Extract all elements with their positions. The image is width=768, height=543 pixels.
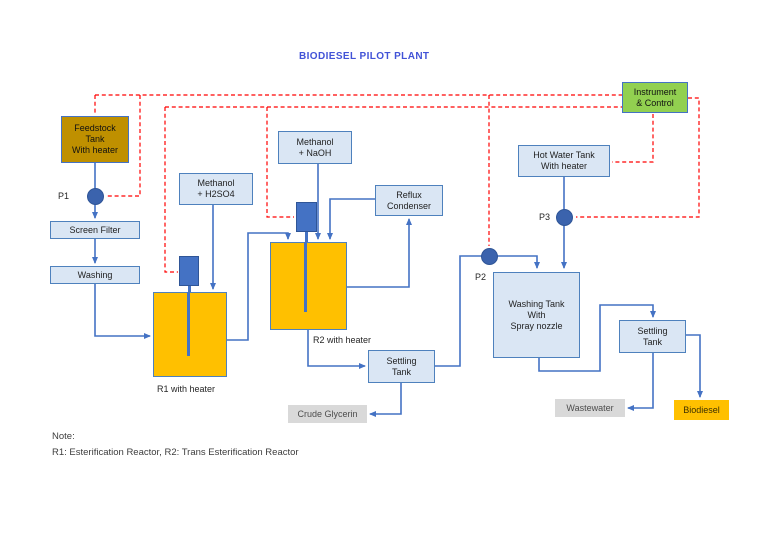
- methanol-h2so4-box: Methanol + H2SO4: [179, 173, 253, 205]
- pump-p3-icon: [556, 209, 573, 226]
- screen-filter-box: Screen Filter: [50, 221, 140, 239]
- settling-tank-1-label: Settling: [386, 355, 417, 366]
- pipe-washingtank-to-settling2: [538, 304, 656, 372]
- pipe-r2-to-settling1: [307, 330, 366, 369]
- spray-washing-tank-label: Spray nozzle: [510, 320, 563, 331]
- hot-water-tank-label: With heater: [540, 161, 588, 171]
- settling-tank-1-label: Tank: [391, 366, 411, 377]
- methanol-h2so4-label: Methanol: [197, 178, 235, 188]
- biodiesel-label: Biodiesel: [683, 404, 720, 415]
- pipe-settling2-to-wastewater: [627, 353, 654, 411]
- pipe-condenser-return-to-r2: [327, 198, 375, 240]
- r1-caption: R1 with heater: [157, 384, 216, 394]
- pipe-r2-to-condenser: [347, 218, 412, 288]
- spray-washing-tank-label: With: [527, 309, 546, 320]
- r1-stirrer-motor: [179, 256, 199, 286]
- pump-p2-icon: [481, 248, 498, 265]
- control-drop-r2-motor: [266, 107, 294, 218]
- note-text: R1: Esterification Reactor, R2: Trans Es…: [52, 447, 299, 458]
- settling-tank-1-box: Settling Tank: [368, 350, 435, 383]
- wastewater-box: Wastewater: [555, 399, 625, 417]
- hot-water-tank-box: Hot Water Tank With heater: [518, 145, 610, 177]
- hot-water-tank-label: Hot Water Tank: [533, 150, 595, 160]
- pump-p3-label: P3: [539, 212, 551, 222]
- methanol-naoh-label: Methanol: [296, 136, 334, 147]
- pipe-settling1-to-crude-glycerin: [369, 383, 402, 417]
- pipe-settling1-via-p2-to-washingtank: [435, 255, 540, 367]
- screen-filter-label: Screen Filter: [69, 224, 121, 235]
- r2-stirrer-motor: [296, 202, 317, 232]
- spray-washing-tank-label: Washing Tank: [508, 298, 565, 309]
- reflux-condenser-label: Condenser: [386, 200, 432, 211]
- control-drop-p1: [105, 95, 141, 197]
- reflux-condenser-label: Reflux: [396, 189, 422, 200]
- pipe-washing-to-r1: [94, 284, 151, 339]
- crude-glycerin-label: Crude Glycerin: [297, 408, 358, 419]
- control-drop-hotwater: [612, 114, 654, 163]
- methanol-naoh-box: Methanol + NaOH: [278, 131, 352, 164]
- spray-washing-tank-box: Washing Tank With Spray nozzle: [493, 272, 580, 358]
- control-drop-r1-motor: [164, 107, 178, 273]
- reflux-condenser-box: Reflux Condenser: [375, 185, 443, 216]
- instrument-control-box: Instrument & Control: [622, 82, 688, 113]
- instrument-control-label: Instrument: [633, 86, 677, 97]
- feedstock-tank-label: With heater: [71, 145, 119, 155]
- r1-reactor-tank: [153, 292, 227, 377]
- r1-stirrer-shaft-inner: [187, 292, 190, 356]
- washing-label: Washing: [77, 269, 113, 280]
- settling-tank-2-label: Tank: [642, 336, 662, 347]
- page-title: BIODIESEL PILOT PLANT: [299, 51, 430, 62]
- control-drop-p3: [576, 97, 700, 218]
- instrument-control-label: & Control: [636, 97, 674, 108]
- feedstock-tank-label: Tank: [85, 134, 105, 144]
- biodiesel-box: Biodiesel: [674, 400, 729, 420]
- pump-p2-label: P2: [475, 272, 487, 282]
- settling-tank-2-label: Settling: [637, 325, 668, 336]
- pump-p1-icon: [87, 188, 104, 205]
- washing-box: Washing: [50, 266, 140, 284]
- methanol-h2so4-label: + H2SO4: [197, 189, 235, 199]
- note-heading: Note:: [52, 431, 75, 442]
- feedstock-tank-box: Feedstock Tank With heater: [61, 116, 129, 163]
- wastewater-label: Wastewater: [566, 402, 614, 413]
- pipe-settling2-to-biodiesel: [686, 334, 703, 398]
- crude-glycerin-box: Crude Glycerin: [288, 405, 367, 423]
- r2-stirrer-shaft-inner: [304, 242, 307, 312]
- r2-reactor-tank: [270, 242, 347, 330]
- methanol-naoh-label: + NaOH: [298, 147, 332, 158]
- pipe-r1-to-r2: [227, 232, 291, 341]
- pump-p1-label: P1: [58, 191, 70, 201]
- r2-caption: R2 with heater: [313, 335, 372, 345]
- feedstock-tank-label: Feedstock: [74, 123, 116, 133]
- settling-tank-2-box: Settling Tank: [619, 320, 686, 353]
